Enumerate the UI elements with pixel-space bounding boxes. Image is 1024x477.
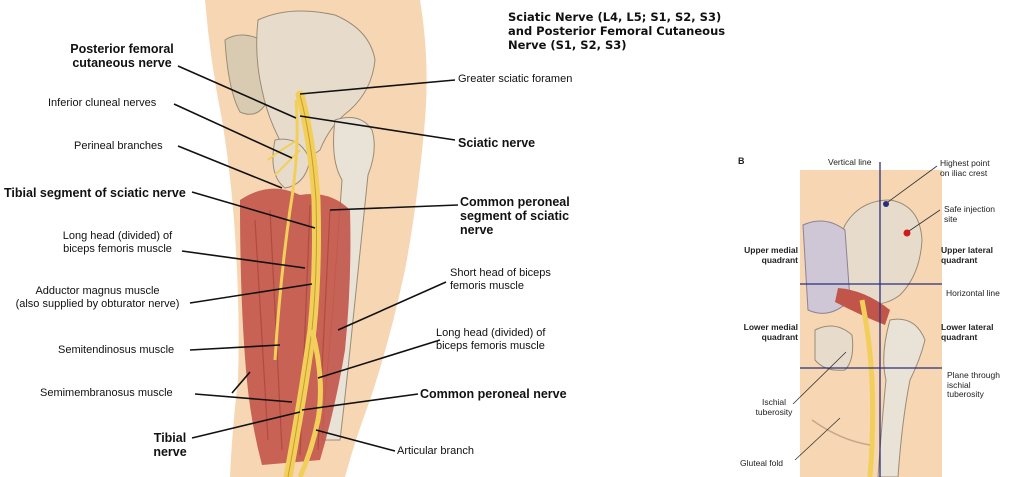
label-horizontal-line: Horizontal line	[946, 288, 1000, 298]
label-inferior-cluneal-nerves: Inferior cluneal nerves	[48, 97, 157, 109]
panel-b-leader-lines	[792, 165, 941, 461]
left-leader-lines	[173, 65, 316, 439]
posterior-femoral-cutaneous-nerve	[273, 99, 299, 361]
label-greater-sciatic-foramen: Greater sciatic foramen	[458, 73, 573, 85]
panel-b-sciatic-nerve	[859, 299, 876, 477]
label-vertical-line: Vertical line	[828, 157, 872, 167]
panel-b-letter: B	[738, 156, 745, 166]
highest-point-marker	[883, 201, 889, 207]
label-adductor-magnus: Adductor magnus muscle(also supplied by …	[15, 285, 180, 310]
panel-b-gluteal-fold-line	[811, 419, 871, 446]
right-leader-lines	[299, 79, 459, 452]
panel-b-ischium	[814, 325, 854, 371]
inferior-cluneal-branches	[267, 139, 301, 176]
label-tibial-segment: Tibial segment of sciatic nerve	[4, 186, 186, 200]
safe-injection-site-marker	[903, 229, 911, 237]
label-perineal-branches: Perineal branches	[74, 140, 163, 152]
label-gluteal-fold: Gluteal fold	[740, 458, 783, 468]
figure-title: Sciatic Nerve (L4, L5; S1, S2, S3)and Po…	[508, 10, 726, 52]
panel-b-femur	[877, 318, 926, 477]
sciatic-nerve-outline	[287, 94, 317, 477]
label-semimembranosus: Semimembranosus muscle	[40, 387, 173, 399]
label-sciatic-nerve: Sciatic nerve	[458, 136, 536, 150]
label-semitendinosus: Semitendinosus muscle	[58, 344, 175, 356]
hip-bone	[256, 10, 376, 158]
label-common-peroneal-nerve: Common peroneal nerve	[420, 387, 567, 401]
common-peroneal-branch	[297, 329, 323, 477]
label-articular-branch: Articular branch	[397, 445, 475, 457]
